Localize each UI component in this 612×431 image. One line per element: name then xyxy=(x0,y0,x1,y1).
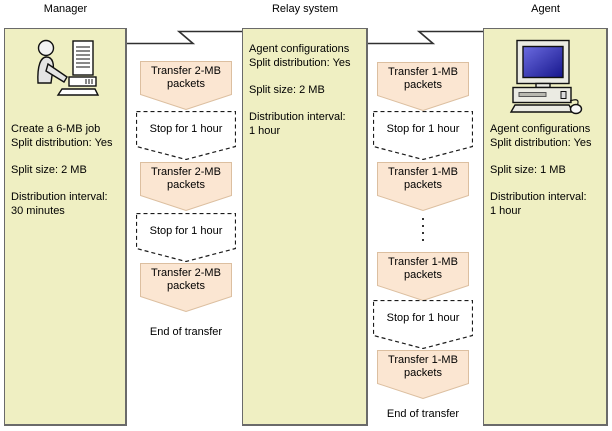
transfer-step: Transfer 2-MB packets xyxy=(140,61,232,110)
continuation-dots-icon xyxy=(421,218,425,246)
relay-line: Split distribution: Yes xyxy=(249,57,351,69)
end-of-transfer-label: End of transfer xyxy=(386,408,460,420)
transfer-step-label: Transfer 1-MB packets xyxy=(388,354,458,379)
transfer-step-label: Transfer 1-MB packets xyxy=(388,66,458,91)
agent-title: Agent xyxy=(531,3,560,15)
transfer-step-label: Transfer 2-MB packets xyxy=(151,267,221,292)
transfer-step: Transfer 2-MB packets xyxy=(140,263,232,312)
relay-line: Agent configurations xyxy=(249,43,350,55)
down-chevron-shape xyxy=(140,162,232,211)
agent-line: Split distribution: Yes xyxy=(490,137,592,149)
down-chevron-shape xyxy=(140,263,232,312)
transfer-step: Transfer 1-MB packets xyxy=(377,252,469,301)
end-of-transfer-label: End of transfer xyxy=(149,326,223,338)
manager-line: Split distribution: Yes xyxy=(11,137,113,149)
relay-line: Distribution interval: xyxy=(249,111,346,123)
transfer-step-label: Transfer 1-MB packets xyxy=(388,166,458,191)
down-chevron-shape xyxy=(377,162,469,211)
down-chevron-shape xyxy=(140,61,232,110)
stop-step-label: Stop for 1 hour xyxy=(149,224,223,237)
agent-line: 1 hour xyxy=(490,205,522,217)
transfer-step-label: Transfer 2-MB packets xyxy=(151,166,221,191)
down-chevron-shape xyxy=(377,62,469,111)
operator-at-computer-icon xyxy=(37,39,100,96)
agent-line: Agent configurations xyxy=(490,123,591,135)
transfer-step: Transfer 1-MB packets xyxy=(377,62,469,111)
stop-step: Stop for 1 hour xyxy=(136,111,236,160)
stop-step: Stop for 1 hour xyxy=(373,111,473,160)
relay-line: Split size: 2 MB xyxy=(249,84,325,96)
manager-line: Create a 6-MB job xyxy=(11,123,101,135)
transfer-step-label: Transfer 1-MB packets xyxy=(388,256,458,281)
dashed-down-chevron-shape xyxy=(136,213,236,262)
manager-box: Create a 6-MB job Split distribution: Ye… xyxy=(4,28,127,426)
manager-line: Distribution interval: xyxy=(11,191,108,203)
network-link-zigzag-icon xyxy=(127,30,245,45)
dashed-down-chevron-shape xyxy=(373,300,473,349)
transfer-step: Transfer 2-MB packets xyxy=(140,162,232,211)
manager-line: 30 minutes xyxy=(11,205,65,217)
agent-line: Distribution interval: xyxy=(490,191,587,203)
agent-box: Agent configurations Split distribution:… xyxy=(483,28,608,426)
manager-line: Split size: 2 MB xyxy=(11,164,87,176)
desktop-computer-icon xyxy=(509,39,583,115)
relay-system-box: Agent configurations Split distribution:… xyxy=(242,28,368,426)
stop-step: Stop for 1 hour xyxy=(373,300,473,349)
stop-step: Stop for 1 hour xyxy=(136,213,236,262)
manager-title: Manager xyxy=(43,3,88,15)
network-link-zigzag-icon xyxy=(367,30,485,45)
relay-title: Relay system xyxy=(271,3,339,15)
stop-step-label: Stop for 1 hour xyxy=(149,122,223,135)
down-chevron-shape xyxy=(377,350,469,399)
dashed-down-chevron-shape xyxy=(136,111,236,160)
agent-line: Split size: 1 MB xyxy=(490,164,566,176)
transfer-step: Transfer 1-MB packets xyxy=(377,162,469,211)
stop-step-label: Stop for 1 hour xyxy=(386,311,460,324)
stop-step-label: Stop for 1 hour xyxy=(386,122,460,135)
transfer-step-label: Transfer 2-MB packets xyxy=(151,65,221,90)
relay-line: 1 hour xyxy=(249,125,281,137)
transfer-step: Transfer 1-MB packets xyxy=(377,350,469,399)
down-chevron-shape xyxy=(377,252,469,301)
dashed-down-chevron-shape xyxy=(373,111,473,160)
